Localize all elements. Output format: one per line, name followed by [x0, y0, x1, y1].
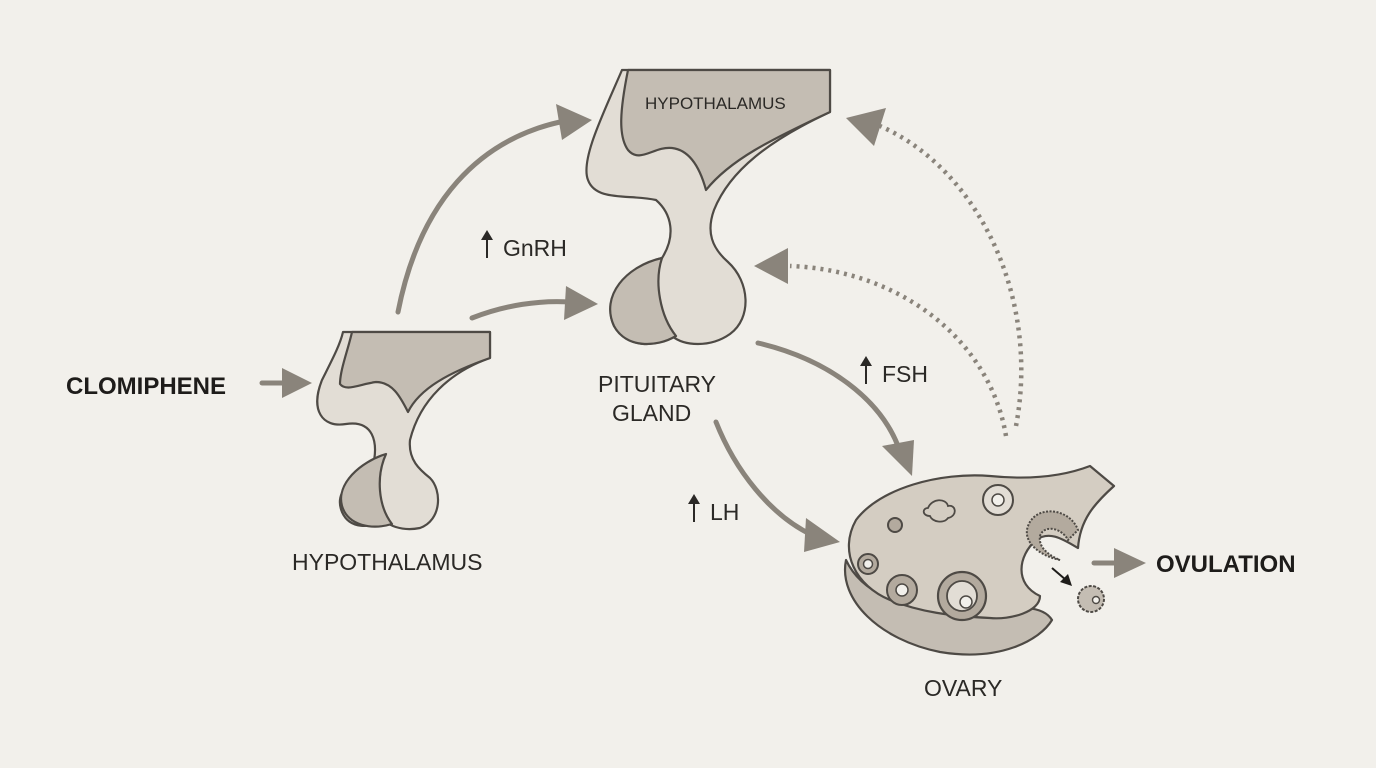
- hypothalamus-to-hypothalamus-arrow: [395, 104, 592, 315]
- ovary-organ: [843, 464, 1116, 656]
- gnrh-arrow: [469, 286, 598, 321]
- gnrh-increase-indicator: GnRH: [481, 230, 567, 261]
- ovulation-label: OVULATION: [1156, 551, 1296, 578]
- fsh-arrow: [755, 340, 914, 476]
- lh-increase-indicator: LH: [688, 494, 739, 525]
- ovary-to-hypothalamus-feedback-arrow: [846, 108, 1024, 427]
- ovary-to-pituitary-feedback-arrow: [754, 248, 1009, 437]
- up-arrow-icon: [860, 356, 872, 384]
- lh-arrow: [713, 419, 840, 552]
- hypothalamus-left-label: HYPOTHALAMUS: [292, 549, 482, 575]
- fsh-label: FSH: [882, 361, 928, 387]
- up-arrow-icon: [688, 494, 700, 522]
- fsh-increase-indicator: FSH: [860, 356, 928, 387]
- left-hypothalamus-organ: [316, 330, 492, 531]
- pituitary-label-line2: GLAND: [612, 400, 691, 426]
- lh-label: LH: [710, 499, 739, 525]
- clomiphene-label: CLOMIPHENE: [66, 373, 226, 400]
- ovary-label: OVARY: [924, 675, 1002, 701]
- hypothalamus-top-label: HYPOTHALAMUS: [645, 94, 786, 113]
- pituitary-label-line1: PITUITARY: [598, 371, 716, 397]
- up-arrow-icon: [481, 230, 493, 258]
- gnrh-label: GnRH: [503, 235, 567, 261]
- ovulation-arrow: [1091, 548, 1146, 578]
- pituitary-gland-organ: [585, 68, 832, 346]
- clomiphene-arrow: [259, 368, 312, 398]
